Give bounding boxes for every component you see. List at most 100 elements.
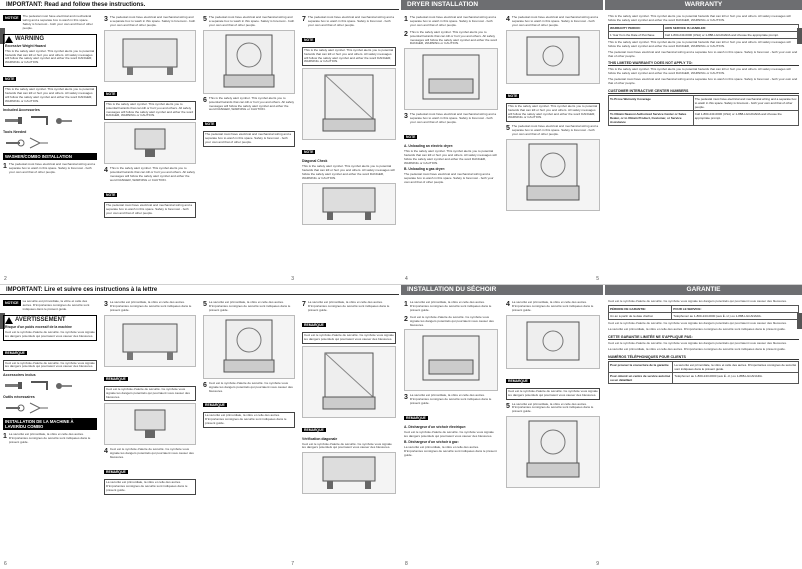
- note-label: NOTE: [203, 122, 217, 127]
- note-label: NOTE: [404, 135, 418, 140]
- accessories-figures: [3, 114, 97, 128]
- side-tab: [797, 313, 802, 329]
- note-text: Ceci est le symbole d'alerte de sécurité…: [302, 331, 396, 344]
- warranty-table: WARRANTY PERIOD:HOW SERVICE IS HANDLED: …: [608, 23, 800, 39]
- dryer-installation-banner: DRYER INSTALLATION: [401, 0, 603, 10]
- side-tab: [0, 313, 5, 329]
- page-number: 6: [4, 561, 7, 567]
- bolt-icon: [5, 116, 22, 124]
- note-label: REMARQUE: [104, 470, 128, 475]
- tools-needed-title: Outils nécessaires: [3, 395, 35, 400]
- warning-box: WARNING Excessive Weight Hazard This is …: [3, 33, 97, 68]
- note-text: Ceci est le symbole d'alerte de sécurité…: [3, 359, 97, 372]
- wrench-icon: [6, 139, 25, 147]
- important-banner: IMPORTANT: Lire et suivre ces instructio…: [0, 285, 399, 295]
- customer-numbers-table: Pour prouver la couverture de la garanti…: [607, 360, 799, 384]
- dryer-installation-banner: INSTALLATION DU SÉCHOIR: [401, 285, 603, 295]
- notice-text: La sécurité est primordiale, la vôtre et…: [22, 299, 90, 311]
- safety-column: NOTICE La sécurité est primordiale, la v…: [0, 285, 100, 569]
- important-banner: IMPORTANT: Read and follow these instruc…: [0, 0, 399, 10]
- warranty-period-header: PÉRIODE DE GARANTIE:: [607, 304, 673, 313]
- warranty-banner: GARANTIE: [605, 285, 802, 295]
- note-label: NOTE: [302, 37, 316, 42]
- french-page: IMPORTANT: Lire et suivre ces instructio…: [0, 285, 802, 569]
- tools-figures: [3, 136, 97, 150]
- nearest-service-label: Pour obtenir un centre de service autori…: [607, 371, 674, 384]
- page-number: 4: [405, 276, 408, 282]
- warning-subheading: Risque d'un poids excessif de la machine: [5, 324, 72, 329]
- note-label: REMARQUE: [3, 350, 27, 355]
- warranty-terms: Ceci est le symbole d'alerte de sécurité…: [608, 320, 787, 325]
- safety-column: NOTICE The pedestal must have electrical…: [0, 0, 100, 284]
- note-label: REMARQUE: [302, 322, 326, 327]
- not-covered-heading: THIS LIMITED WARRANTY DOES NOT APPLY TO:: [608, 61, 799, 67]
- dryer-on-pedestal-figure: [506, 139, 600, 212]
- side-tab: [797, 28, 802, 44]
- note-text: La sécurité est primordiale, la vôtre et…: [104, 479, 196, 495]
- warranty-intro: Ceci est le symbole d'alerte de sécurité…: [608, 299, 787, 303]
- note-text: This is the safety alert symbol. This sy…: [302, 46, 396, 67]
- warning-text: This is the safety alert symbol. This sy…: [5, 48, 95, 65]
- unloading-electric-title: A. Unloading an electric dryer:: [404, 144, 454, 149]
- page-number: 9: [596, 561, 599, 567]
- washer-on-pedestal-figure: [203, 314, 295, 379]
- warning-heading: AVERTISSEMENT: [5, 316, 95, 324]
- warranty-column: This is the safety alert symbol. This sy…: [608, 14, 800, 127]
- note-text: La sécurité est primordiale, la vôtre et…: [203, 412, 295, 429]
- included-accessories-title: Included Accessories: [3, 107, 40, 112]
- unloading-electric-title: A. Déchargeur d'un séchoir électrique:: [404, 425, 467, 430]
- warning-subheading: Excessive Weight Hazard: [5, 43, 46, 48]
- dryer-lift-figure: [506, 314, 600, 369]
- how-service-header: HOW SERVICE IS HANDLED:: [662, 23, 800, 32]
- page-number: 5: [596, 276, 599, 282]
- note-label: REMARQUE: [104, 376, 128, 381]
- foot-adjust-figure: [104, 122, 196, 165]
- notice-block: NOTICE La sécurité est primordiale, la v…: [3, 299, 97, 312]
- customer-info-heading: NUMÉROS TÉLÉPHONIQUES POUR CLIENTS: [608, 355, 799, 360]
- notice-text: The pedestal must have electrical and me…: [22, 14, 93, 30]
- dryer-lift-figure: [506, 29, 600, 84]
- included-accessories-title: Accessoires inclus: [3, 373, 36, 378]
- note-text: Ceci est le symbole d'alerte de sécurité…: [104, 385, 196, 402]
- dryer-drawer-figure: [404, 48, 498, 111]
- screw-icon: [56, 383, 72, 390]
- note-label: NOTE: [506, 93, 520, 98]
- foot-adjust-figure: [104, 403, 196, 446]
- note-label: NOTE: [3, 77, 17, 82]
- warning-triangle-icon: [5, 316, 13, 324]
- warning-text: Ceci est le symbole d'alerte de sécurité…: [5, 329, 95, 338]
- notice-label: NOTICE: [3, 15, 21, 21]
- page-number: 7: [291, 561, 294, 567]
- english-page: IMPORTANT: Read and follow these instruc…: [0, 0, 802, 284]
- warranty-intro: This is the safety alert symbol. This sy…: [608, 14, 791, 22]
- pliers-icon: [29, 137, 48, 149]
- warning-box: AVERTISSEMENT Risque d'un poids excessif…: [3, 314, 97, 341]
- accessories-figures: [3, 379, 97, 393]
- note-text: This is the safety alert symbol. This sy…: [104, 100, 196, 121]
- warranty-period-value: Un an à partir de la date d'achat: [607, 311, 673, 320]
- note-label: REMARQUE: [506, 378, 530, 383]
- note-label: REMARQUE: [302, 427, 326, 432]
- note-label: NOTE: [104, 91, 118, 96]
- warranty-period-value: 1 Year from the Date of Purchase: [608, 30, 664, 39]
- prove-coverage-label: Pour prouver la couverture de la garanti…: [607, 360, 674, 373]
- bolt-icon: [5, 382, 22, 390]
